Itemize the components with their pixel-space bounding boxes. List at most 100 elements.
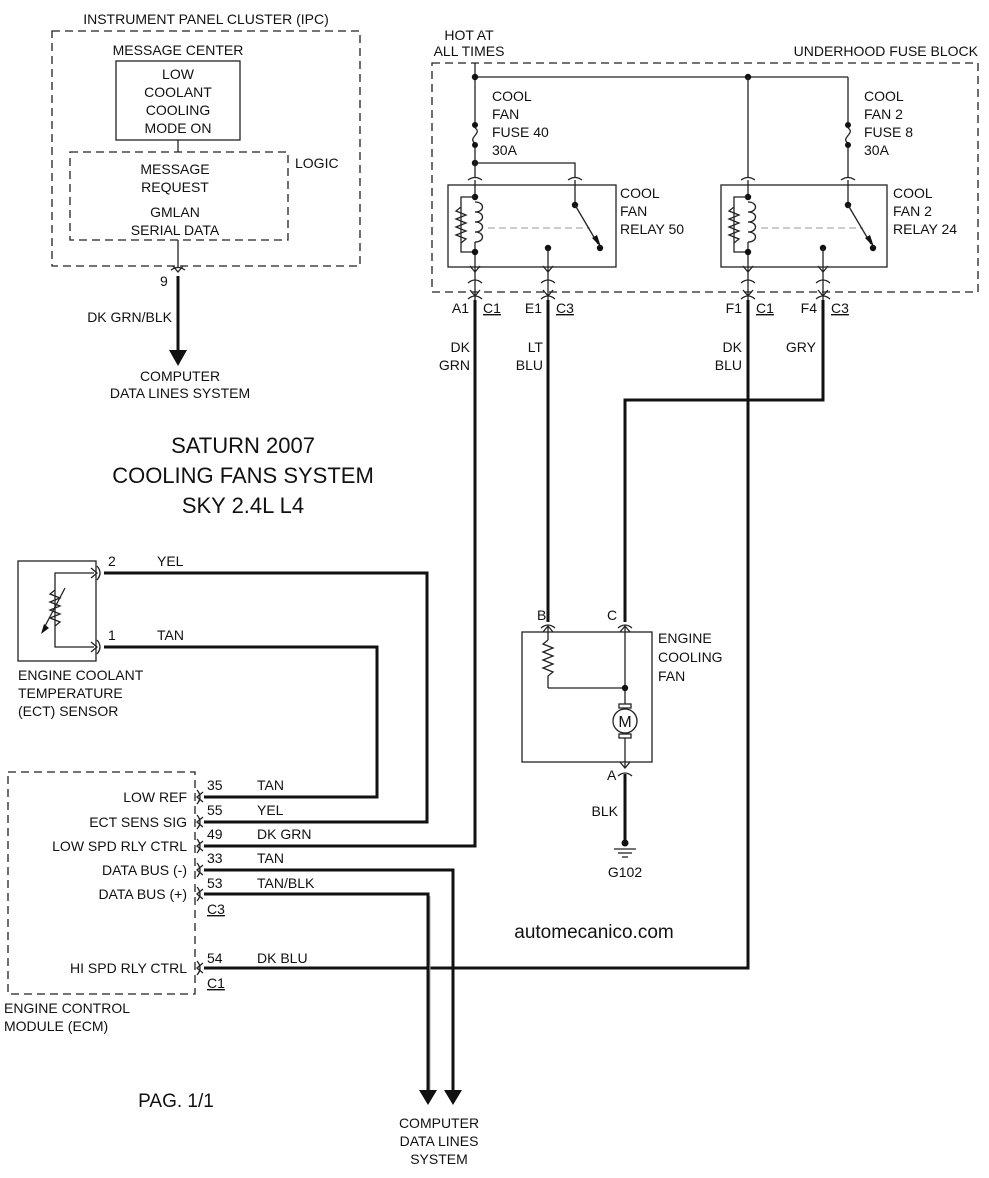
- ect-pin-arrow: [90, 567, 99, 579]
- ecm-label: ENGINE CONTROL: [4, 1000, 130, 1016]
- hot-at-line: ALL TIMES: [434, 43, 505, 59]
- connector-pin: A1: [452, 300, 469, 316]
- fuse40-label: FAN: [492, 106, 519, 122]
- ground-node: [621, 839, 629, 847]
- relay24-terminal: [740, 176, 756, 181]
- diagram-title: SATURN 2007 COOLING FANS SYSTEM SKY 2.4L…: [112, 433, 374, 518]
- wire-dk-grn: [204, 300, 477, 848]
- motor-icon: [612, 708, 638, 734]
- ect-label: ENGINE COOLANT: [18, 667, 144, 683]
- ecm-pin-arrow: [195, 962, 204, 974]
- fuse40-label: COOL: [492, 88, 532, 104]
- harness-wires: COMPUTER DATA LINES SYSTEM: [104, 300, 825, 1167]
- ecm-pin-label: ECT SENS SIG: [89, 814, 187, 830]
- ect-sensor-circuit: [54, 572, 94, 648]
- wire-tan-blk-data-bus: [204, 892, 430, 1090]
- ect-pin-connector: [96, 639, 101, 655]
- wire-tan-data-bus: [204, 868, 455, 1090]
- ecm-wire-color: DK GRN: [257, 826, 311, 842]
- wire-color: GRN: [439, 357, 470, 373]
- fuse-block-outline: [431, 62, 979, 293]
- ecm-pin-arrow: [195, 840, 204, 852]
- ipc-wire-arrow: [169, 350, 187, 366]
- relay24-resistor: [727, 206, 741, 244]
- fan-resistor: [541, 639, 555, 688]
- relay50-resistor: [454, 206, 468, 244]
- fan-label: FAN: [658, 668, 685, 684]
- fuse8-label: 30A: [864, 142, 890, 158]
- ecm-pin-number: 54: [207, 950, 223, 966]
- fuse8-label: FUSE 8: [864, 124, 913, 140]
- fuse8-terminal: [845, 122, 851, 128]
- ecm-connector-c1: C1: [207, 975, 225, 991]
- motor-brush: [618, 703, 632, 709]
- fan-box: [521, 631, 653, 763]
- logic-line: GMLAN: [150, 204, 200, 220]
- wire-yel: [104, 571, 429, 824]
- motor-symbol: M: [618, 714, 631, 731]
- ecm-pin-label: LOW SPD RLY CTRL: [52, 838, 187, 854]
- ecm-pin-connector: [196, 838, 201, 854]
- engine-cooling-fan: B C M A BLK G102 ENGINE COOLING FAN: [521, 607, 723, 880]
- ecm-pin-number: 53: [207, 875, 223, 891]
- fan-terminal-a: [617, 772, 633, 777]
- motor-brush: [618, 733, 632, 739]
- fuse-block-title: UNDERHOOD FUSE BLOCK: [794, 43, 979, 59]
- fan-pin-c: C: [607, 607, 617, 623]
- ect-pin-arrow: [90, 641, 99, 653]
- fan-label: COOLING: [658, 649, 723, 665]
- ipc-module: INSTRUMENT PANEL CLUSTER (IPC) MESSAGE C…: [51, 11, 361, 401]
- connector-id: C3: [556, 300, 574, 316]
- relay24-arm-tip: [865, 235, 874, 247]
- relay50-contact: [596, 244, 604, 252]
- relay24-label: COOL: [893, 185, 933, 201]
- title-line-3: SKY 2.4L L4: [182, 493, 304, 518]
- relay50-switch-feed: [475, 162, 576, 178]
- fuse40-terminal: [472, 142, 478, 148]
- ipc-title: INSTRUMENT PANEL CLUSTER (IPC): [83, 11, 329, 27]
- hot-at-line: HOT AT: [444, 27, 494, 43]
- wire-color: GRY: [786, 339, 817, 355]
- ecm-pin-label: LOW REF: [123, 789, 187, 805]
- ecm-pin-arrow: [195, 864, 204, 876]
- ect-pin-number: 1: [108, 627, 116, 643]
- message-line: COOLING: [146, 102, 211, 118]
- title-line-2: COOLING FANS SYSTEM: [112, 463, 374, 488]
- fuse8-symbol: [845, 127, 851, 144]
- ground-label: G102: [608, 864, 642, 880]
- fuse40-terminal: [472, 122, 478, 128]
- logic-box: [69, 151, 289, 241]
- ect-label: (ECT) SENSOR: [18, 703, 118, 719]
- ground-wire-color: BLK: [592, 803, 619, 819]
- page-number: PAG. 1/1: [138, 1091, 214, 1112]
- data-bus-arrow: [444, 1090, 462, 1105]
- ecm-pin-number: 35: [207, 777, 223, 793]
- ecm-pin-arrow: [195, 791, 204, 803]
- data-bus-arrow: [419, 1090, 437, 1105]
- ipc-dest-line: DATA LINES SYSTEM: [110, 385, 250, 401]
- ect-wire-color: TAN: [157, 627, 184, 643]
- logic-label: LOGIC: [295, 155, 339, 171]
- ecm-wire-color: YEL: [257, 802, 284, 818]
- ecm-pin-number: 55: [207, 802, 223, 818]
- relay24-terminal: [840, 176, 856, 181]
- logic-line: SERIAL DATA: [131, 222, 220, 238]
- wire-gry: [623, 300, 825, 622]
- ecm-pin-label: HI SPD RLY CTRL: [70, 960, 187, 976]
- fan-pin-b: B: [537, 607, 546, 623]
- underhood-fuse-block: HOT AT ALL TIMES UNDERHOOD FUSE BLOCK CO…: [431, 27, 979, 373]
- ipc-wire-color: DK GRN/BLK: [87, 309, 172, 325]
- fuse8-label: FAN 2: [864, 106, 903, 122]
- connector-pin: F4: [801, 300, 818, 316]
- ecm-module: ENGINE CONTROL MODULE (ECM) LOW REF ECT …: [4, 771, 315, 1034]
- ecm-pin-connector: [196, 814, 201, 830]
- ecm-outline: [7, 771, 196, 995]
- message-center-label: MESSAGE CENTER: [113, 42, 244, 58]
- ecm-pin-arrow: [195, 888, 204, 900]
- ipc-pin-connector: [170, 266, 186, 271]
- relay50-terminal: [567, 176, 583, 181]
- fuse40-label: FUSE 40: [492, 124, 549, 140]
- relay-24: COOL FAN 2 RELAY 24: [720, 176, 957, 268]
